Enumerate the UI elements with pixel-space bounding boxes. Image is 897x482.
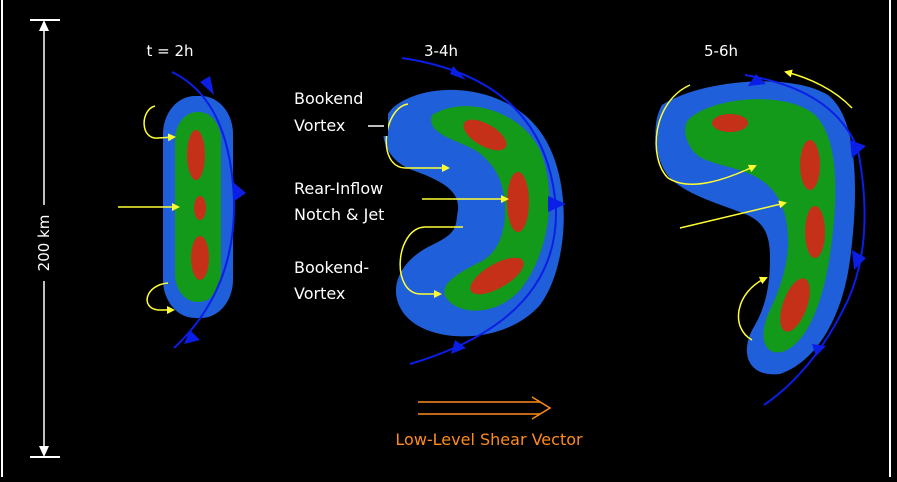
core-echo-cell [780, 278, 810, 332]
panel-3-flow-arrows [655, 69, 853, 341]
core-echo-cell [800, 140, 820, 190]
panel-2-gust-front [401, 57, 566, 365]
panel-1-gust-front [171, 71, 246, 349]
bookend-vortex-arrow [784, 69, 853, 109]
bookend-vortex-arrow [385, 103, 450, 172]
core-echo-cell [805, 206, 825, 258]
bookend-vortex-arrow [737, 276, 768, 341]
scale-bar: 200 km [30, 19, 60, 458]
low-level-shear-vector: Low-Level Shear Vector [395, 396, 583, 449]
rear-inflow-arrow [679, 200, 787, 229]
core-echo-cell [194, 196, 206, 220]
bookend-vortex-bottom-label-2: Vortex [294, 284, 345, 303]
panel-2-time-label: 3-4h [424, 42, 458, 60]
rear-inflow-label-2: Notch & Jet [294, 205, 384, 224]
core-echo-cell [712, 114, 748, 132]
panel-1-flow-arrows [118, 105, 180, 314]
bookend-vortex-arrow [143, 105, 176, 142]
panel-3-time-label: 5-6h [704, 42, 738, 60]
core-echo-cell [507, 172, 529, 232]
panel-1-echo [163, 96, 233, 318]
panel-3-echo [655, 81, 856, 375]
panel-2-echo [383, 89, 564, 337]
core-echo-cell [191, 236, 209, 280]
bookend-vortex-arrow [146, 282, 175, 314]
scale-label: 200 km [35, 215, 53, 272]
shear-vector-label: Low-Level Shear Vector [395, 430, 583, 449]
bookend-vortex-bottom-label-1: Bookend- [294, 258, 369, 277]
core-echo-cell [470, 257, 524, 295]
panel-3-gust-front [744, 74, 866, 406]
panel-2-labels: Bookend Vortex Rear-Inflow Notch & Jet B… [290, 84, 422, 307]
core-echo-cell [463, 119, 507, 151]
bookend-vortex-top-label-1: Bookend [294, 89, 363, 108]
panel-1-time-label: t = 2h [146, 42, 193, 60]
bookend-vortex-arrow [399, 226, 463, 298]
bookend-vortex-top-label-2: Vortex [294, 116, 345, 135]
bookend-vortex-arrow [655, 84, 757, 185]
rear-inflow-label-1: Rear-Inflow [294, 179, 383, 198]
core-echo-cell [187, 130, 205, 180]
